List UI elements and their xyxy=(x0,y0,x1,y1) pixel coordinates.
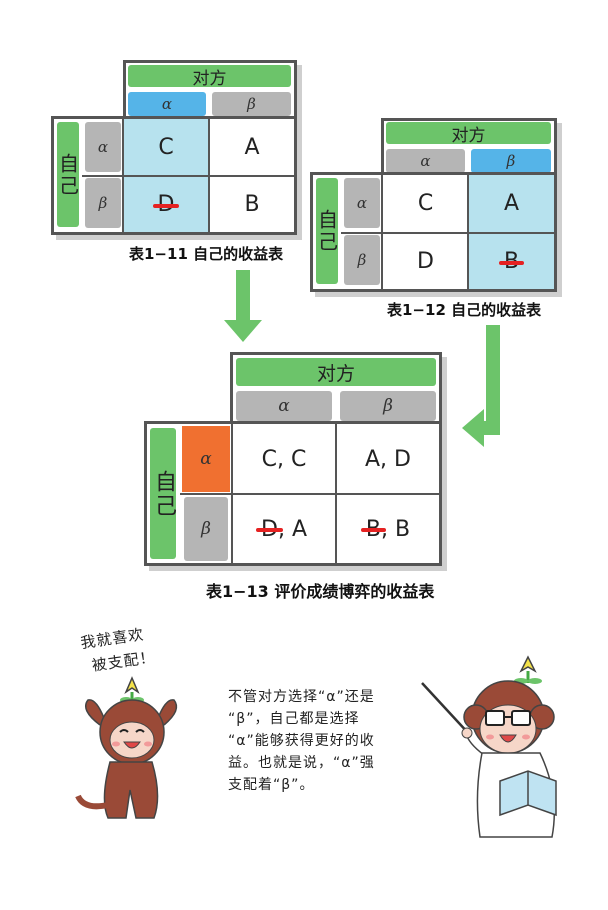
table3-caption: 表1−13 评价成绩博弈的收益表 xyxy=(206,582,435,601)
table1-cell-alpha-alpha: C xyxy=(124,119,208,176)
table2-row-beta: β xyxy=(344,235,380,285)
table1-row-beta: β xyxy=(85,178,121,228)
down-arrow-icon xyxy=(236,270,250,328)
table2-cell-beta-beta: B xyxy=(469,234,554,289)
monkey-character-icon xyxy=(75,676,178,819)
table2-caption: 表1−12 自己的收益表 xyxy=(387,301,542,319)
table2-col-alpha: α xyxy=(386,149,465,173)
table2-opponent-label: 对方 xyxy=(386,122,551,146)
table3-col-alpha: α xyxy=(236,391,332,421)
table1-cell-alpha-beta: A xyxy=(244,135,260,160)
table1-opponent-label: 对方 xyxy=(128,65,291,89)
table2-cell-alpha-alpha: C xyxy=(417,191,434,216)
table3-row-beta: β xyxy=(184,497,228,561)
arrow-head-left-icon xyxy=(462,409,484,447)
table3-cell-beta-beta: B, B xyxy=(360,516,411,542)
arrow-head-icon xyxy=(224,320,262,342)
table3-cell-alpha-alpha: C, C xyxy=(261,446,307,472)
table1-col-beta: β xyxy=(212,92,291,116)
teacher-character-icon xyxy=(421,655,557,838)
strikethrough-value: D xyxy=(152,192,180,217)
table3-cell-alpha-beta: A, D xyxy=(365,446,411,472)
turn-arrow-icon xyxy=(486,325,500,435)
table1-row-alpha: α xyxy=(85,122,121,172)
table1-col-alpha: α xyxy=(128,92,206,116)
table2-cell-beta-alpha: D xyxy=(417,249,434,274)
table3-row-alpha: α xyxy=(182,426,230,492)
table2-cell-alpha-beta: A xyxy=(469,175,554,232)
table3-col-beta: β xyxy=(340,391,436,421)
table3-self-label: 自己 xyxy=(150,428,176,559)
teacher-speech: 不管对方选择“α”还是 “β”，自己都是选择 “α”能够获得更好的收 益。也就是… xyxy=(228,689,375,793)
table2-self-label: 自己 xyxy=(315,178,339,284)
table1-cell-beta-beta: B xyxy=(244,192,260,217)
table3-opponent-label: 对方 xyxy=(236,358,436,386)
table3-cell-beta-alpha: D, A xyxy=(256,516,307,542)
strikethrough-value: D xyxy=(256,516,283,542)
strikethrough-value: B xyxy=(360,516,387,542)
table1-self-label: 自己 xyxy=(56,122,80,227)
strikethrough-value: B xyxy=(498,249,525,274)
table1-cell-beta-alpha: D xyxy=(124,177,208,232)
table2-row-alpha: α xyxy=(344,178,380,228)
table2-col-beta: β xyxy=(471,149,551,173)
table1-caption: 表1−11 自己的收益表 xyxy=(129,245,284,263)
